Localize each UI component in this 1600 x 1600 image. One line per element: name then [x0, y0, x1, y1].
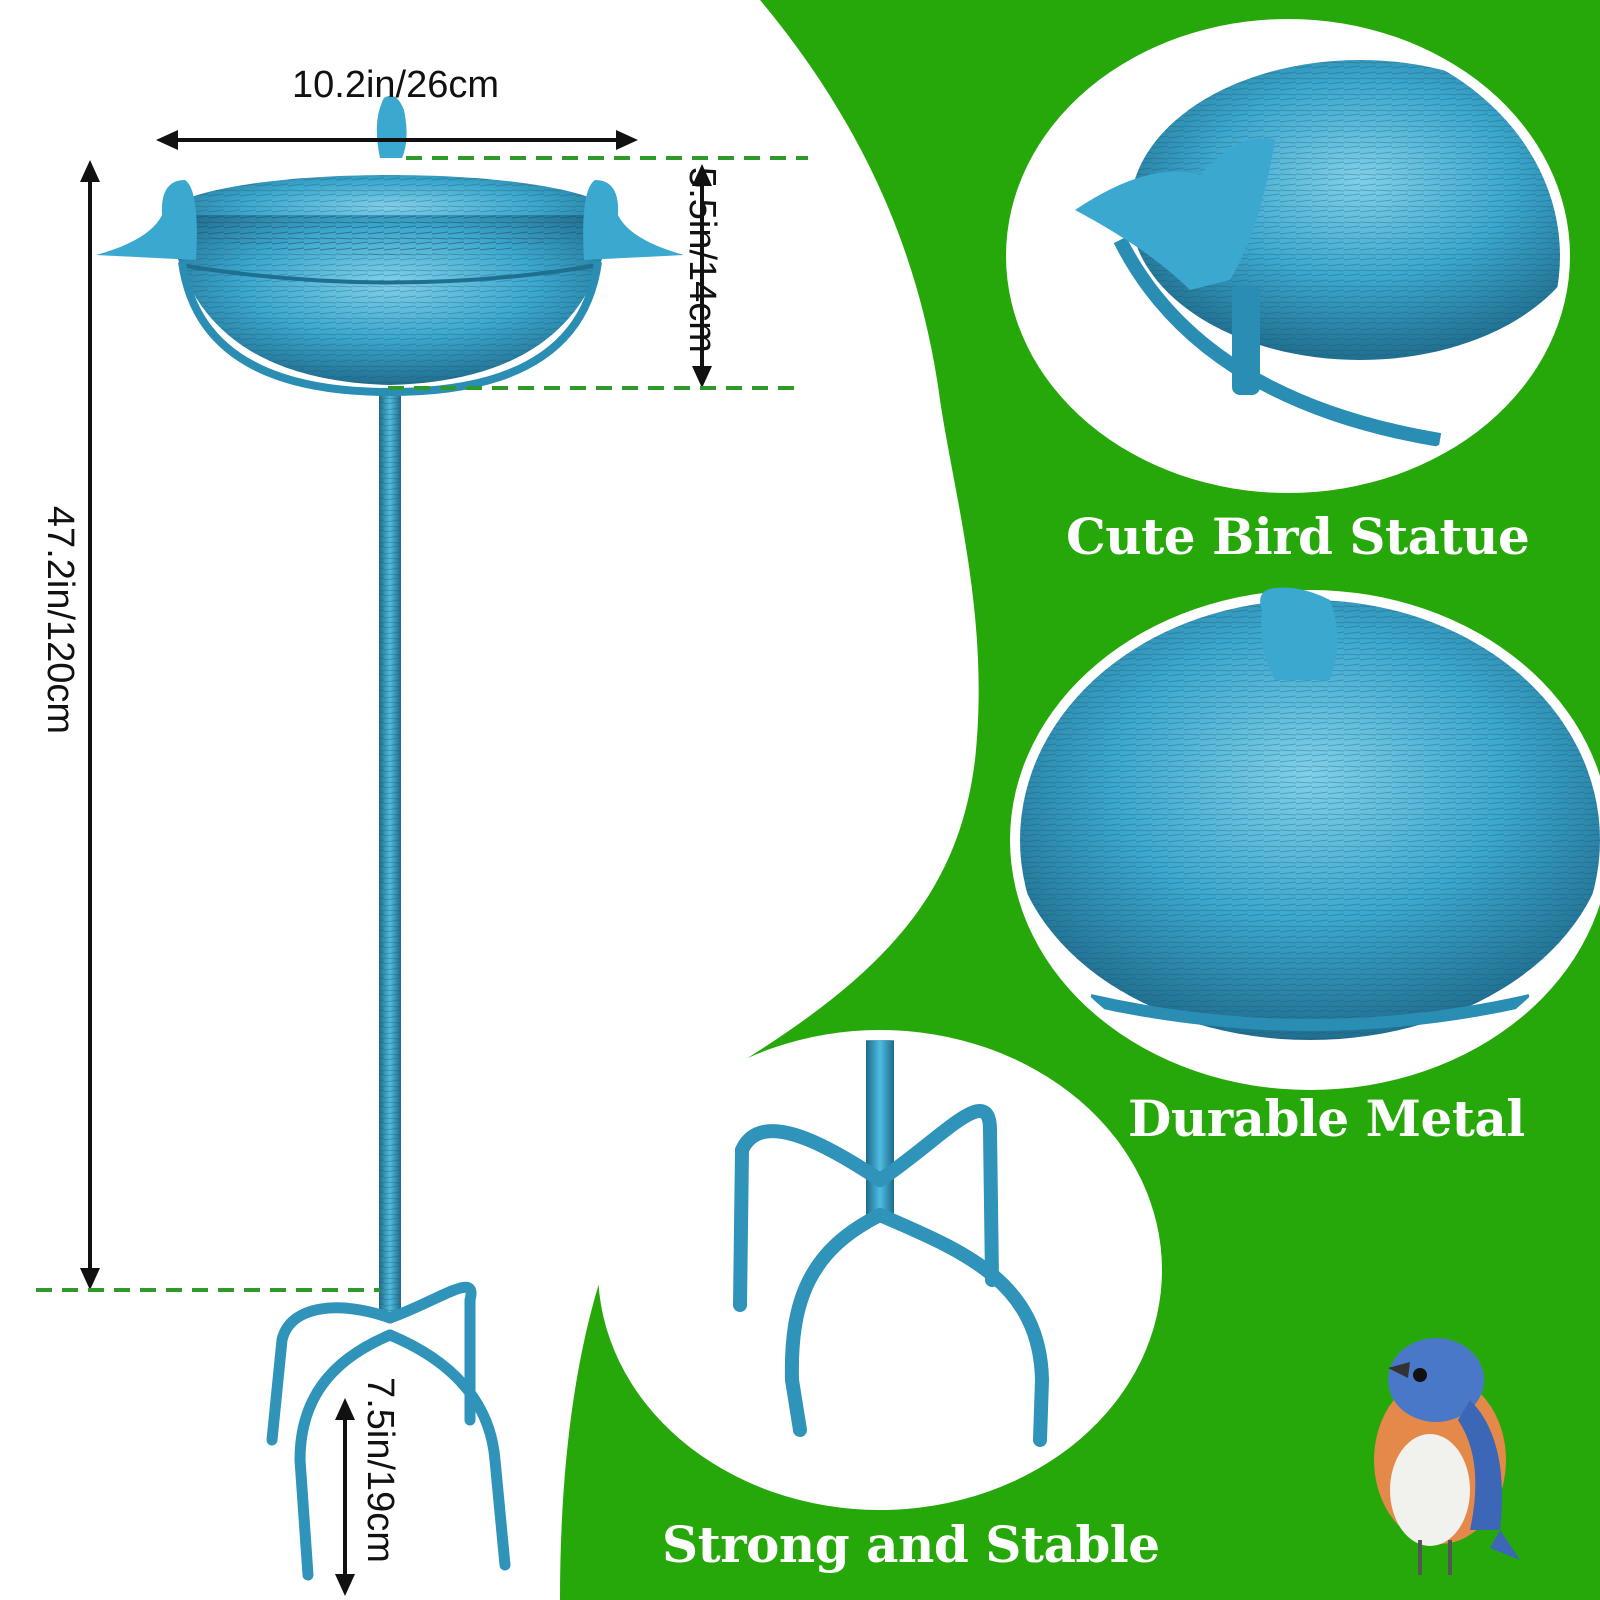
total-height-label: 47.2in/120cm [39, 505, 81, 735]
detail-circle-stable [598, 1030, 1162, 1510]
bird-bath-product [96, 95, 684, 1581]
stake-length-label: 7.5in/19cm [359, 1377, 401, 1563]
feature-label-stable: Strong and Stable [662, 1515, 1160, 1574]
feature-label-metal: Durable Metal [1128, 1089, 1525, 1148]
guide-lines [36, 156, 808, 1292]
dimension-arrows [80, 130, 712, 1596]
bluebird-illustration [1374, 1338, 1520, 1575]
detail-circle-statue [1006, 19, 1570, 493]
detail-circle-metal [1010, 587, 1600, 1090]
bowl-height-label: 5.5in/14cm [681, 167, 723, 353]
feature-label-statue: Cute Bird Statue [1066, 507, 1530, 566]
bowl-width-label: 10.2in/26cm [292, 64, 500, 106]
